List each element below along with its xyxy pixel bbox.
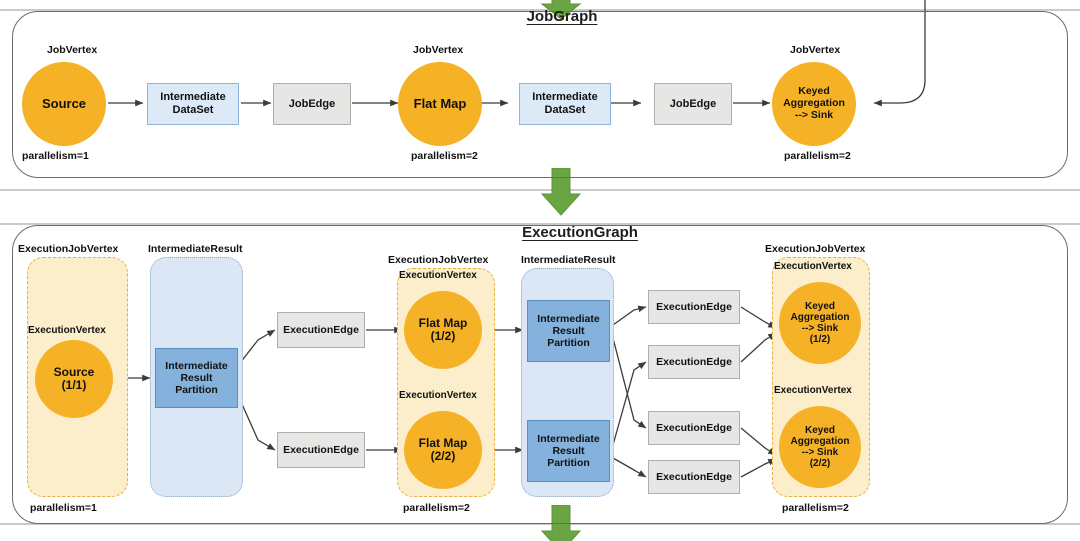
jobgraph-sink-parallelism: parallelism=2 [784, 150, 851, 162]
eg-flatmap-vertex2-caption: ExecutionVertex [399, 390, 477, 401]
eg-flatmap-group-caption: ExecutionJobVertex [388, 254, 489, 266]
jobgraph-intermediate-dataset-2[interactable]: Intermediate DataSet [519, 83, 611, 125]
green-arrow-middle [540, 168, 582, 216]
eg-flatmap-vertex1-caption: ExecutionVertex [399, 270, 477, 281]
jobgraph-source-caption: JobVertex [47, 44, 98, 56]
eg-result2-partition-2[interactable]: Intermediate Result Partition [527, 420, 610, 482]
eg-source-vertex-caption: ExecutionVertex [28, 325, 106, 336]
eg-result2-partition-1[interactable]: Intermediate Result Partition [527, 300, 610, 362]
jobgraph-title: JobGraph [526, 8, 598, 25]
executiongraph-frame [12, 225, 1068, 524]
eg-sink-vertex1-caption: ExecutionVertex [774, 261, 852, 272]
eg-source-group-caption: ExecutionJobVertex [18, 243, 119, 255]
eg-sink-vertex2-caption: ExecutionVertex [774, 385, 852, 396]
eg-edge-3[interactable]: ExecutionEdge [648, 290, 740, 324]
eg-edge-6[interactable]: ExecutionEdge [648, 460, 740, 494]
eg-edge-2[interactable]: ExecutionEdge [277, 432, 365, 468]
eg-flatmap-vertex-1[interactable]: Flat Map (1/2) [404, 291, 482, 369]
jobgraph-sink-caption: JobVertex [790, 44, 841, 56]
eg-sink-vertex-1[interactable]: Keyed Aggregation --> Sink (1/2) [779, 282, 861, 364]
jobgraph-jobedge-1[interactable]: JobEdge [273, 83, 351, 125]
eg-source-vertex[interactable]: Source (1/1) [35, 340, 113, 418]
executiongraph-title: ExecutionGraph [522, 224, 638, 241]
eg-edge-5[interactable]: ExecutionEdge [648, 411, 740, 445]
jobgraph-flatmap-vertex[interactable]: Flat Map [398, 62, 482, 146]
jobgraph-flatmap-parallelism: parallelism=2 [411, 150, 478, 162]
eg-source-parallelism: parallelism=1 [30, 502, 97, 514]
jobgraph-sink-vertex[interactable]: Keyed Aggregation --> Sink [772, 62, 856, 146]
jobgraph-flatmap-caption: JobVertex [413, 44, 464, 56]
jobgraph-frame [12, 11, 1068, 178]
jobgraph-jobedge-2[interactable]: JobEdge [654, 83, 732, 125]
jobgraph-intermediate-dataset-1[interactable]: Intermediate DataSet [147, 83, 239, 125]
eg-sink-vertex-2[interactable]: Keyed Aggregation --> Sink (2/2) [779, 406, 861, 488]
eg-edge-4[interactable]: ExecutionEdge [648, 345, 740, 379]
eg-sink-group-caption: ExecutionJobVertex [765, 243, 866, 255]
eg-flatmap-vertex-2[interactable]: Flat Map (2/2) [404, 411, 482, 489]
jobgraph-source-parallelism: parallelism=1 [22, 150, 89, 162]
eg-result1-caption: IntermediateResult [148, 243, 243, 255]
eg-result2-caption: IntermediateResult [521, 254, 616, 266]
jobgraph-source-vertex[interactable]: Source [22, 62, 106, 146]
eg-result1-partition-1[interactable]: Intermediate Result Partition [155, 348, 238, 408]
eg-sink-parallelism: parallelism=2 [782, 502, 849, 514]
eg-edge-1[interactable]: ExecutionEdge [277, 312, 365, 348]
eg-flatmap-parallelism: parallelism=2 [403, 502, 470, 514]
